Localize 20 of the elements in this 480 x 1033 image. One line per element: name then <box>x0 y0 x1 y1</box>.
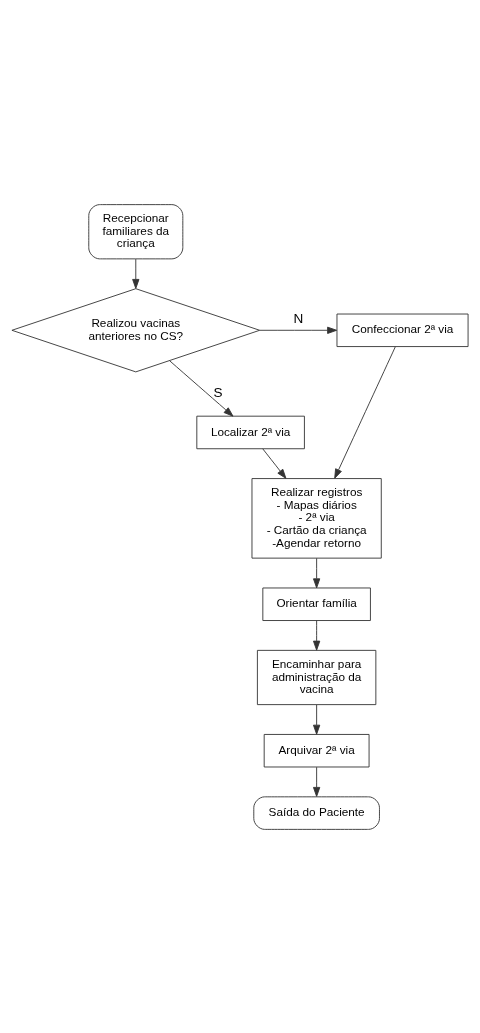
node-box: Realizar registros - Mapas diários - 2ª via - Cartão da criança -Agendar retorno <box>251 477 382 559</box>
node-box: Saída do Paciente <box>253 795 380 830</box>
arrow <box>313 619 321 651</box>
node-box: Localizar 2ª via <box>196 415 305 449</box>
edge-label: S <box>213 384 223 400</box>
arrow <box>313 704 321 735</box>
arrow <box>169 359 234 417</box>
node-box: Recepcionar familiares da criança <box>88 203 184 259</box>
edge-label: N <box>293 310 304 326</box>
arrow <box>259 326 338 334</box>
node-box: Confeccionar 2ª via <box>336 313 469 347</box>
arrow <box>132 258 140 289</box>
node-diamond: Realizou vacinas anteriores no CS? <box>11 287 261 372</box>
arrow <box>334 345 396 479</box>
node-box: Encaminhar para administração da vacina <box>256 649 377 705</box>
arrow <box>313 766 321 797</box>
node-box: Orientar família <box>262 587 371 621</box>
arrow <box>313 557 321 588</box>
node-box: Arquivar 2ª via <box>263 733 370 767</box>
arrow <box>262 447 287 479</box>
